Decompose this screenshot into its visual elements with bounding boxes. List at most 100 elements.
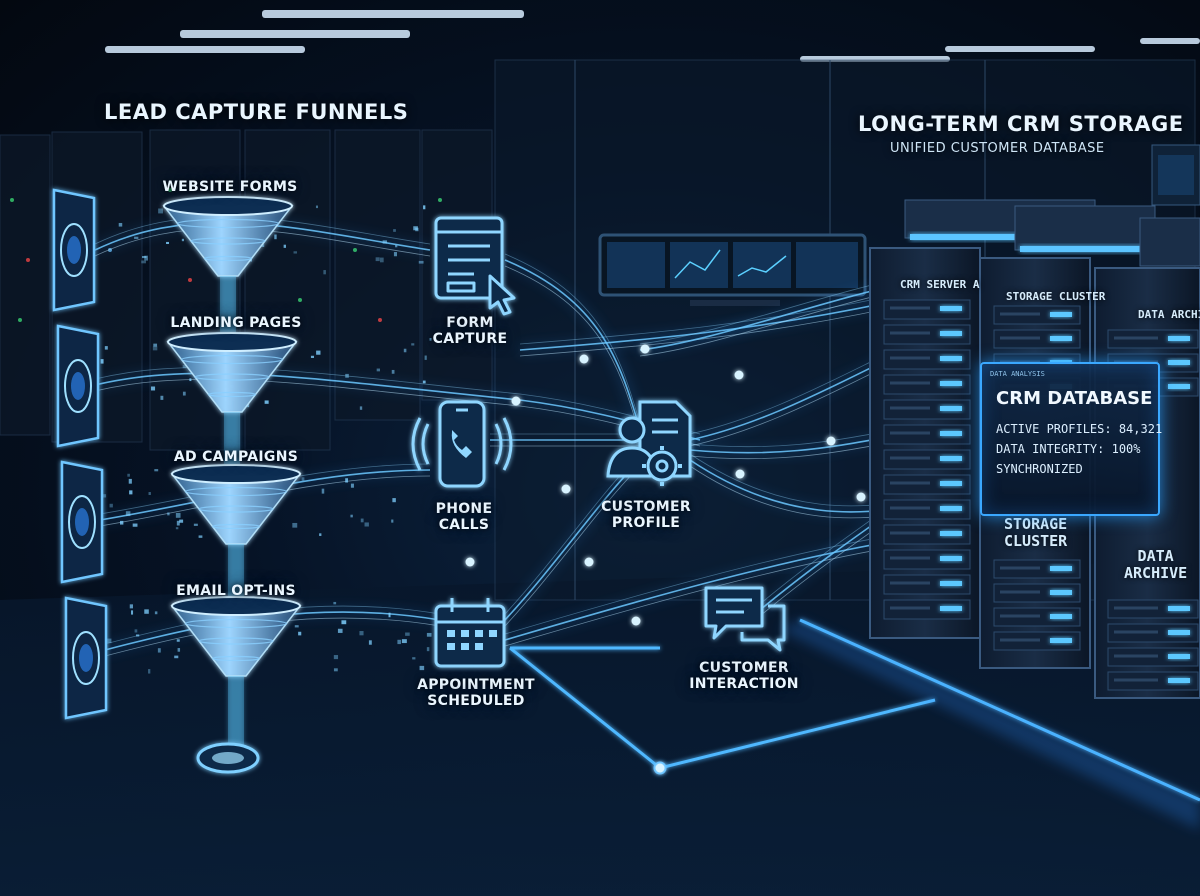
rack-slot-led (1168, 384, 1190, 389)
funnel-spout-stream (224, 412, 240, 474)
data-particle (360, 518, 364, 523)
screen-core (71, 372, 85, 400)
data-particle (148, 492, 151, 496)
calendar-icon (434, 598, 506, 668)
funnel-4 (170, 596, 302, 746)
data-particle (132, 523, 138, 527)
crm-panel-tiny-header: DATA ANALYSIS (990, 370, 1045, 378)
screen-core (75, 508, 89, 536)
interaction-line2: INTERACTION (689, 675, 799, 692)
data-particle (148, 669, 151, 674)
data-particle (181, 238, 185, 242)
funnel-rim (171, 464, 301, 484)
data-particle (182, 365, 187, 369)
data-particle (118, 222, 123, 227)
funnel-ring (184, 618, 288, 629)
funnel-ring (180, 354, 284, 365)
stream-node-12 (465, 557, 475, 567)
data-particle (395, 244, 398, 248)
rack-label-storage-line1: STORAGE (1004, 515, 1068, 533)
data-particle (193, 523, 198, 526)
data-particle (315, 205, 319, 209)
data-particle (368, 640, 372, 645)
rack-slot-led (1050, 566, 1072, 571)
floor (0, 560, 1200, 896)
funnel-2 (166, 332, 298, 474)
stream-node-7 (856, 492, 866, 502)
data-particle (154, 611, 158, 615)
data-particle (175, 512, 181, 518)
capture-screen-1 (52, 188, 96, 312)
data-particle (129, 604, 133, 609)
data-particle (391, 369, 395, 374)
interaction-label: CUSTOMER INTERACTION (664, 660, 824, 692)
rack-label-storage-bottom: STORAGE CLUSTER (1004, 516, 1067, 549)
stream-line-5 (504, 259, 641, 431)
data-particle (382, 240, 388, 244)
data-particle (152, 346, 158, 351)
data-particle (157, 648, 161, 653)
data-particle (198, 535, 203, 538)
crm-database-panel: DATA ANALYSIS CRM DATABASE ACTIVE PROFIL… (980, 362, 1162, 516)
data-particle (422, 380, 426, 384)
rack-label-archive-line2: ARCHIVE (1124, 563, 1188, 582)
form-capture-label: FORM CAPTURE (400, 315, 540, 347)
lead-capture-title: LEAD CAPTURE FUNNELS (104, 100, 409, 124)
funnel-spout-stream (220, 276, 236, 338)
data-particle (375, 257, 380, 262)
data-particle (125, 511, 131, 517)
data-particle (316, 350, 321, 355)
stream-node-3 (511, 396, 521, 406)
data-particle (345, 478, 349, 483)
funnel-spout-stream (228, 676, 244, 746)
crm-panel-title: CRM DATABASE (996, 388, 1153, 409)
data-particle (350, 483, 354, 488)
stream-node-4 (734, 370, 744, 380)
data-particle (119, 520, 124, 525)
data-particle (429, 337, 432, 341)
data-particle (392, 498, 396, 503)
capture-screen-4 (64, 596, 108, 720)
data-particle (401, 639, 407, 644)
data-particle (341, 620, 347, 625)
data-particle (274, 234, 277, 240)
data-particle (134, 629, 138, 633)
rack-slot-led (1050, 638, 1072, 643)
rack-label-crm-server-a: CRM SERVER A (900, 278, 980, 291)
rack-slot-led (940, 556, 962, 561)
data-particle (131, 610, 134, 615)
data-particle (405, 632, 410, 636)
funnel-ring (184, 486, 288, 497)
data-particle (364, 522, 369, 527)
data-particle (323, 270, 326, 275)
data-particle (176, 639, 180, 642)
data-particle (153, 343, 158, 347)
funnel-ring (211, 655, 261, 662)
data-particle (393, 229, 396, 232)
rack-slot-led (1168, 654, 1190, 659)
ceiling-lights (105, 10, 1200, 62)
right-edge-panel (1151, 144, 1200, 206)
rack-label-storage-line2: CLUSTER (1004, 531, 1068, 550)
funnel-ring (203, 255, 253, 262)
screen-ring (64, 359, 92, 413)
profile-gear-icon (606, 400, 692, 486)
rack-slot-led (1050, 312, 1072, 317)
crm-storage-subtitle: UNIFIED CUSTOMER DATABASE (890, 141, 1105, 156)
data-particle (379, 257, 384, 263)
capture-screens (52, 188, 108, 720)
customer-profile-line1: CUSTOMER (601, 499, 691, 515)
data-particle (376, 368, 380, 372)
data-particle (167, 512, 170, 516)
rack-label-data-archive: DATA ARCHIVE (1138, 308, 1200, 321)
stream-node-8 (584, 557, 594, 567)
rack-slot-led (940, 506, 962, 511)
data-particle (177, 648, 181, 652)
data-particle (283, 244, 286, 248)
data-particle (175, 527, 179, 530)
stream-strand-b-11 (519, 293, 901, 345)
funnel-ring (198, 505, 274, 513)
data-particle (319, 533, 322, 536)
rack-slot-led (940, 581, 962, 586)
rack-slot-led (940, 406, 962, 411)
